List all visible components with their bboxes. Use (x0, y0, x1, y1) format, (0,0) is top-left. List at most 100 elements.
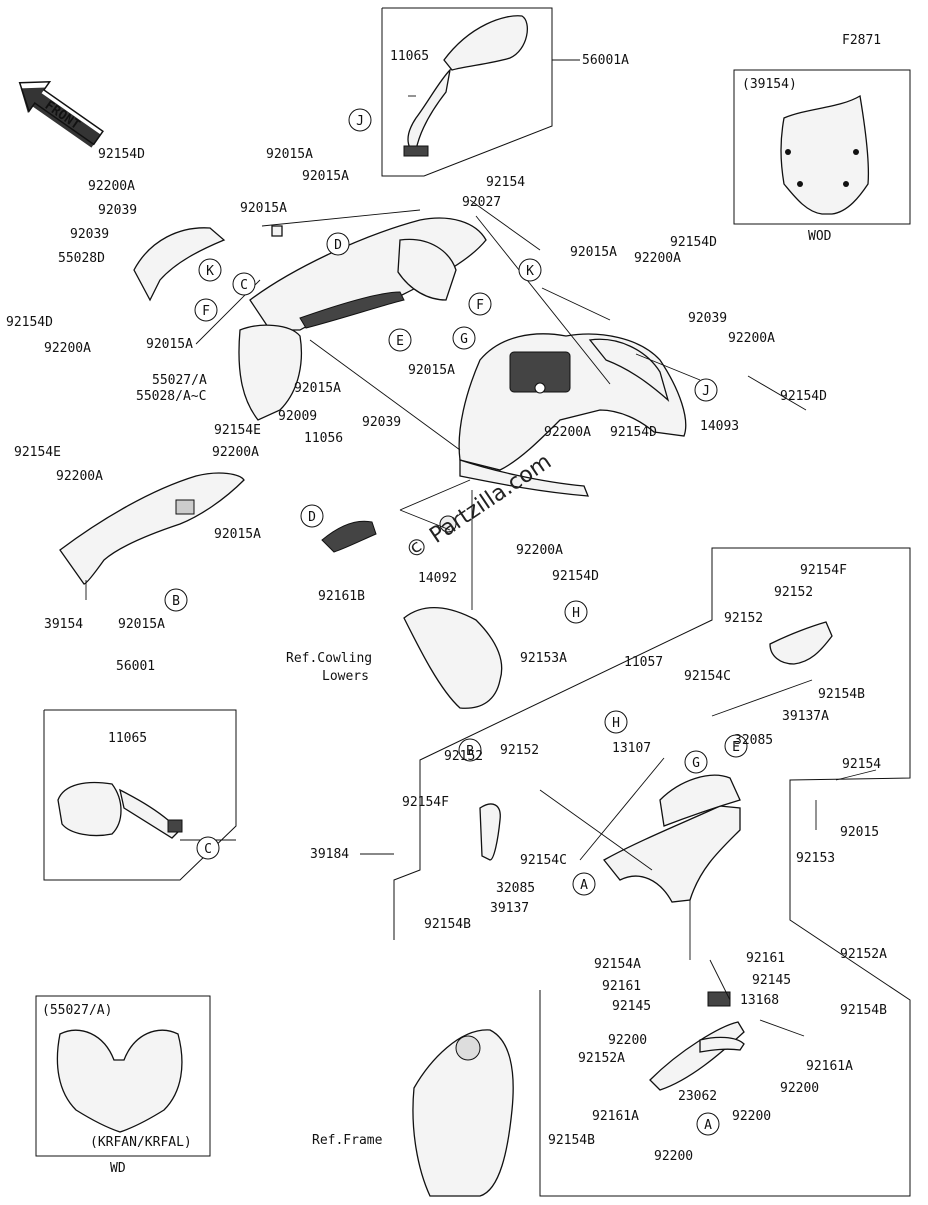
part-label: 92154D (98, 147, 145, 162)
part-label: 92200A (728, 331, 775, 346)
side-cowl-39154 (59, 472, 245, 585)
svg-text:J: J (356, 114, 364, 129)
part-label: 92015A (214, 527, 261, 542)
callout-g: G (452, 326, 476, 350)
part-label: 92152 (724, 611, 763, 626)
fastener-92161b (321, 520, 377, 553)
svg-text:H: H (612, 716, 620, 731)
inset-windshield: (39154) WOD (733, 69, 911, 244)
part-label: 39137A (782, 709, 829, 724)
part-label: 92152A (578, 1051, 625, 1066)
part-label: 92154B (840, 1003, 887, 1018)
part-label: Ref.Cowling (286, 651, 372, 666)
inset-windshield-ref: (39154) (742, 77, 797, 92)
inset-cowling-ref: (55027/A) (42, 1003, 112, 1018)
svg-text:F: F (476, 298, 484, 313)
part-label: 92161B (318, 589, 365, 604)
svg-text:K: K (206, 264, 214, 279)
callout-f: F (194, 298, 218, 322)
callout-d: D (300, 504, 324, 528)
cowling-lowers-ref (403, 607, 503, 709)
svg-text:E: E (732, 740, 740, 755)
part-label: 92154E (214, 423, 261, 438)
part-label: 11057 (624, 655, 663, 670)
part-label: 92027 (462, 195, 501, 210)
part-label: 32085 (734, 733, 773, 748)
callout-b: B (164, 588, 188, 612)
part-label: 92200A (56, 469, 103, 484)
part-label: 92152A (840, 947, 887, 962)
svg-text:G: G (692, 756, 700, 771)
part-label: 92015A (294, 381, 341, 396)
part-label: 92154 (842, 757, 881, 772)
callout-letters: J D K F C E G K F J D B H B H G E A C A (164, 108, 748, 1136)
part-label: 32085 (496, 881, 535, 896)
part-label: 92015A (570, 245, 617, 260)
part-label: 92039 (98, 203, 137, 218)
callout-c: C (196, 836, 220, 860)
part-label: 92154F (402, 795, 449, 810)
part-label: 92200 (608, 1033, 647, 1048)
part-label: 92152 (774, 585, 813, 600)
part-label: 92200A (44, 341, 91, 356)
part-label: 92154B (818, 687, 865, 702)
callout-k: K (198, 258, 222, 282)
frame-ref (412, 1029, 514, 1197)
part-label: 92015A (408, 363, 455, 378)
callout-b: B (458, 738, 482, 762)
part-label: 92154A (594, 957, 641, 972)
part-label: 92161A (592, 1109, 639, 1124)
mirror-box-left (43, 709, 237, 881)
part-label: 92154D (6, 315, 53, 330)
part-label: 11065 (390, 49, 429, 64)
callout-h: H (604, 710, 628, 734)
svg-text:A: A (580, 878, 588, 893)
callout-h: H (564, 600, 588, 624)
svg-text:G: G (460, 332, 468, 347)
part-label: 56001 (116, 659, 155, 674)
part-label: 92145 (612, 999, 651, 1014)
part-label: 92015A (302, 169, 349, 184)
part-label: 55027/A (152, 373, 207, 388)
part-label: 92161A (806, 1059, 853, 1074)
part-label: 55028/A~C (136, 389, 206, 404)
part-label: 92154F (800, 563, 847, 578)
part-label: 92153A (520, 651, 567, 666)
part-label: 23062 (678, 1089, 717, 1104)
part-label: 92200A (516, 543, 563, 558)
callout-a: A (572, 872, 596, 896)
part-label: 92154B (424, 917, 471, 932)
part-label: 92200A (634, 251, 681, 266)
part-label: 92039 (70, 227, 109, 242)
part-label: 92015A (146, 337, 193, 352)
part-label: 92154C (520, 853, 567, 868)
part-label: 92153 (796, 851, 835, 866)
svg-text:F: F (202, 304, 210, 319)
callout-c: C (232, 272, 256, 296)
callout-k: K (518, 258, 542, 282)
part-label: 92152 (444, 749, 483, 764)
callout-a: A (696, 1112, 720, 1136)
callout-j: J (348, 108, 372, 132)
part-label: 92200A (212, 445, 259, 460)
inset-windshield-note: WOD (808, 229, 832, 244)
part-label: 92154D (552, 569, 599, 584)
svg-text:E: E (396, 334, 404, 349)
part-label: 11065 (108, 731, 147, 746)
callout-g: G (684, 750, 708, 774)
callout-j: J (694, 378, 718, 402)
svg-text:B: B (466, 744, 474, 759)
part-label: 92200A (88, 179, 135, 194)
part-label: 14093 (700, 419, 739, 434)
part-label: 92145 (752, 973, 791, 988)
part-label: 92200 (732, 1109, 771, 1124)
svg-text:C: C (204, 842, 212, 857)
leader-lines (85, 199, 877, 1037)
part-label: 92154D (610, 425, 657, 440)
svg-text:K: K (526, 264, 534, 279)
part-label: 92154D (780, 389, 827, 404)
svg-text:D: D (334, 238, 342, 253)
part-label: 92154E (14, 445, 61, 460)
